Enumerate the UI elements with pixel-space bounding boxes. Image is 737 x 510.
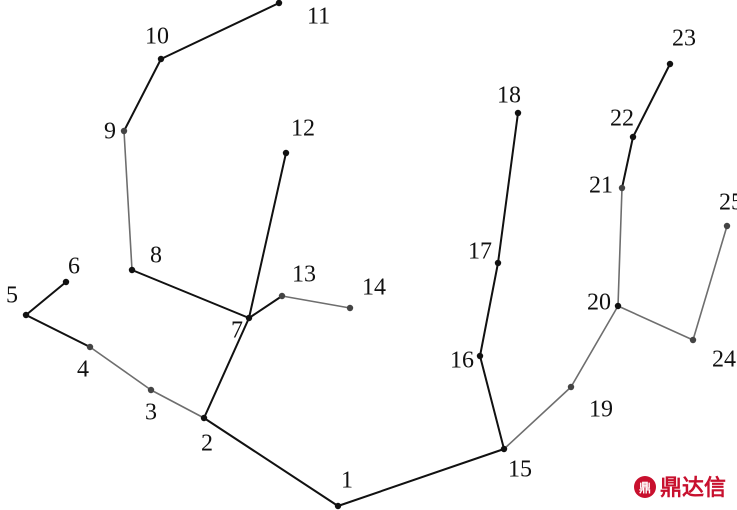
edge-2-7 xyxy=(203,317,250,419)
node-21 xyxy=(618,184,626,192)
watermark-text: 鼎达信 xyxy=(660,475,726,501)
edge-20-24 xyxy=(617,305,694,341)
node-label-17: 17 xyxy=(468,239,492,265)
node-label-12: 12 xyxy=(291,116,315,142)
node-12 xyxy=(282,149,290,157)
node-label-8: 8 xyxy=(150,243,162,269)
node-label-7: 7 xyxy=(231,318,243,344)
node-9 xyxy=(120,127,128,135)
node-5 xyxy=(22,311,30,319)
edge-1-2 xyxy=(203,417,339,507)
watermark-icon xyxy=(634,476,656,498)
node-label-18: 18 xyxy=(497,83,521,109)
edge-3-4 xyxy=(89,346,152,391)
node-11 xyxy=(275,0,283,7)
node-20 xyxy=(614,302,622,310)
edge-21-22 xyxy=(621,136,634,189)
node-18 xyxy=(514,109,522,117)
edge-layer xyxy=(25,2,728,507)
node-6 xyxy=(62,278,70,286)
node-label-6: 6 xyxy=(68,254,80,280)
node-14 xyxy=(346,304,354,312)
node-label-3: 3 xyxy=(145,400,157,426)
node-label-4: 4 xyxy=(77,357,89,383)
edge-13-14 xyxy=(281,295,351,309)
node-23 xyxy=(666,60,674,68)
node-label-11: 11 xyxy=(307,4,330,30)
node-22 xyxy=(629,133,637,141)
node-label-2: 2 xyxy=(201,431,213,457)
node-label-23: 23 xyxy=(672,26,696,52)
edge-9-10 xyxy=(123,58,162,132)
node-2 xyxy=(200,414,208,422)
edge-7-8 xyxy=(131,269,250,319)
watermark-icon-glyph: 鼎 xyxy=(639,481,651,495)
edge-10-11 xyxy=(160,2,280,60)
edge-4-5 xyxy=(25,314,91,348)
node-8 xyxy=(128,266,136,274)
node-label-14: 14 xyxy=(362,275,386,301)
node-4 xyxy=(86,343,94,351)
node-25 xyxy=(723,222,731,230)
node-layer xyxy=(22,0,731,510)
node-label-24: 24 xyxy=(712,347,736,373)
node-label-9: 9 xyxy=(104,119,116,145)
node-label-15: 15 xyxy=(508,457,532,483)
node-label-20: 20 xyxy=(587,290,611,316)
node-label-1: 1 xyxy=(341,468,353,494)
node-label-13: 13 xyxy=(292,262,316,288)
node-24 xyxy=(689,336,697,344)
watermark-logo: 鼎 鼎达信 xyxy=(634,475,726,501)
edge-24-25 xyxy=(692,225,728,341)
node-label-21: 21 xyxy=(589,173,613,199)
node-label-19: 19 xyxy=(589,397,613,423)
edge-5-6 xyxy=(25,281,67,316)
edge-16-17 xyxy=(479,262,499,357)
node-3 xyxy=(147,386,155,394)
node-15 xyxy=(500,445,508,453)
node-10 xyxy=(157,55,165,63)
edge-7-12 xyxy=(248,152,287,319)
edge-15-16 xyxy=(479,355,505,450)
node-label-10: 10 xyxy=(145,24,169,50)
node-17 xyxy=(494,259,502,267)
node-16 xyxy=(476,352,484,360)
edge-19-20 xyxy=(570,305,619,388)
edge-1-15 xyxy=(337,448,505,507)
node-label-5: 5 xyxy=(6,283,18,309)
node-label-16: 16 xyxy=(450,348,474,374)
node-19 xyxy=(567,383,575,391)
edge-20-21 xyxy=(617,187,623,307)
node-7 xyxy=(245,314,253,322)
edge-15-19 xyxy=(503,386,572,450)
node-1 xyxy=(334,502,342,510)
edge-22-23 xyxy=(632,63,671,138)
edge-8-9 xyxy=(123,130,133,271)
node-label-25: 25 xyxy=(719,190,737,216)
node-13 xyxy=(278,292,286,300)
node-label-22: 22 xyxy=(610,106,634,132)
edge-7-13 xyxy=(248,295,283,319)
edge-2-3 xyxy=(150,389,205,419)
edge-17-18 xyxy=(497,112,519,264)
